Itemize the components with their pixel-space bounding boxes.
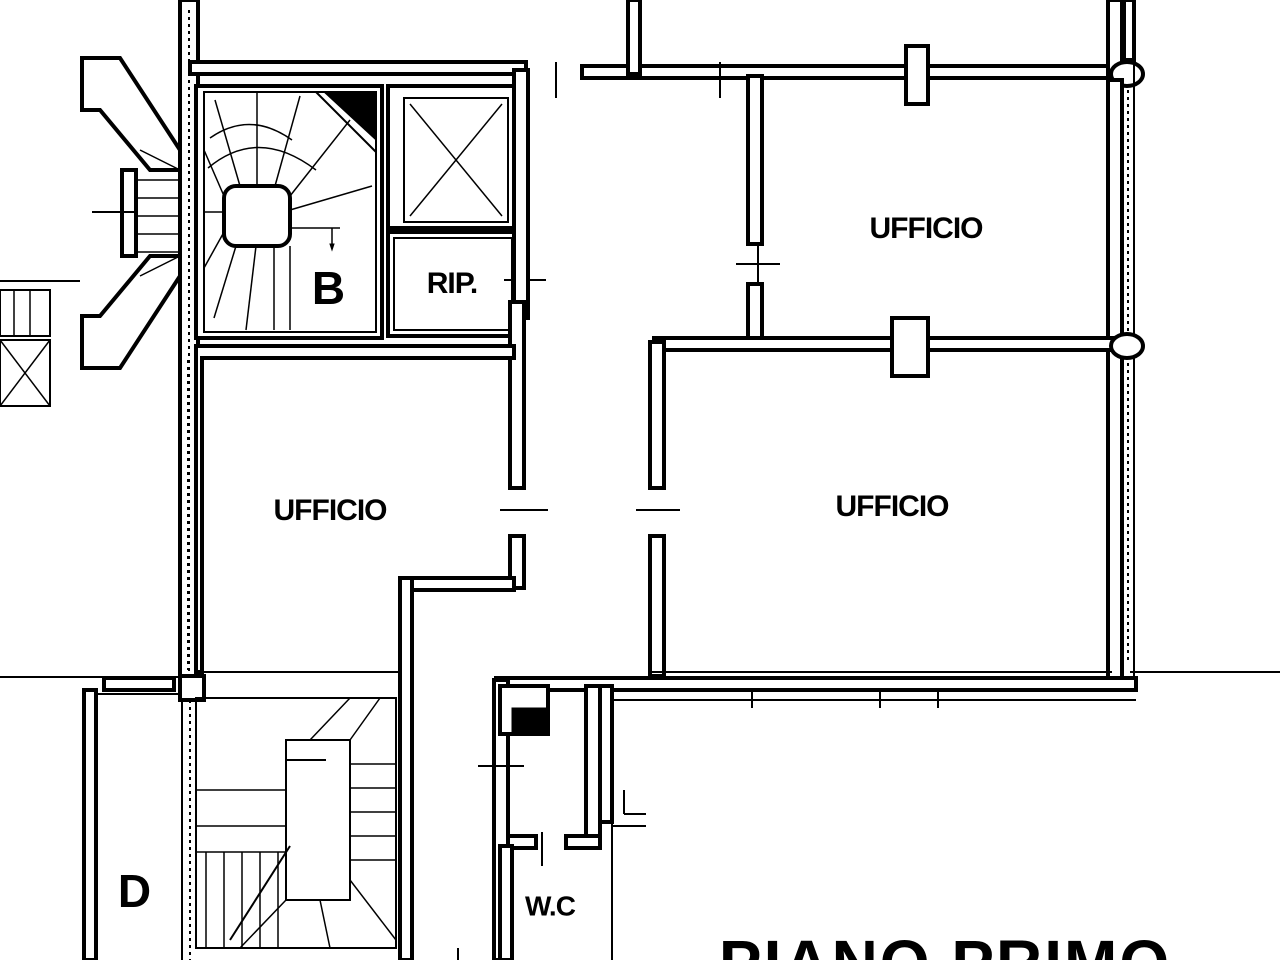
room-label-office-left: UFFICIO	[274, 494, 388, 527]
stair-d-block	[82, 674, 397, 960]
room-label-wc: W.C	[525, 890, 576, 921]
office-left	[187, 344, 516, 960]
exterior-truss	[80, 56, 182, 370]
spiral-stair-b	[194, 84, 384, 340]
lift-shaft	[386, 84, 520, 230]
storage-room	[386, 230, 546, 338]
office-top-right	[652, 60, 1145, 690]
exterior-box	[0, 289, 51, 407]
room-label-storage: RIP.	[427, 267, 477, 300]
room-label-office-right: UFFICIO	[836, 490, 950, 523]
room-label-office-top-right: UFFICIO	[870, 212, 984, 245]
room-label-stair-d: D	[118, 865, 150, 917]
wc-block	[478, 678, 602, 960]
office-right	[636, 340, 1112, 678]
plan-title: PIANO PRIMO	[719, 927, 1171, 960]
room-label-stair-b: B	[312, 262, 344, 314]
